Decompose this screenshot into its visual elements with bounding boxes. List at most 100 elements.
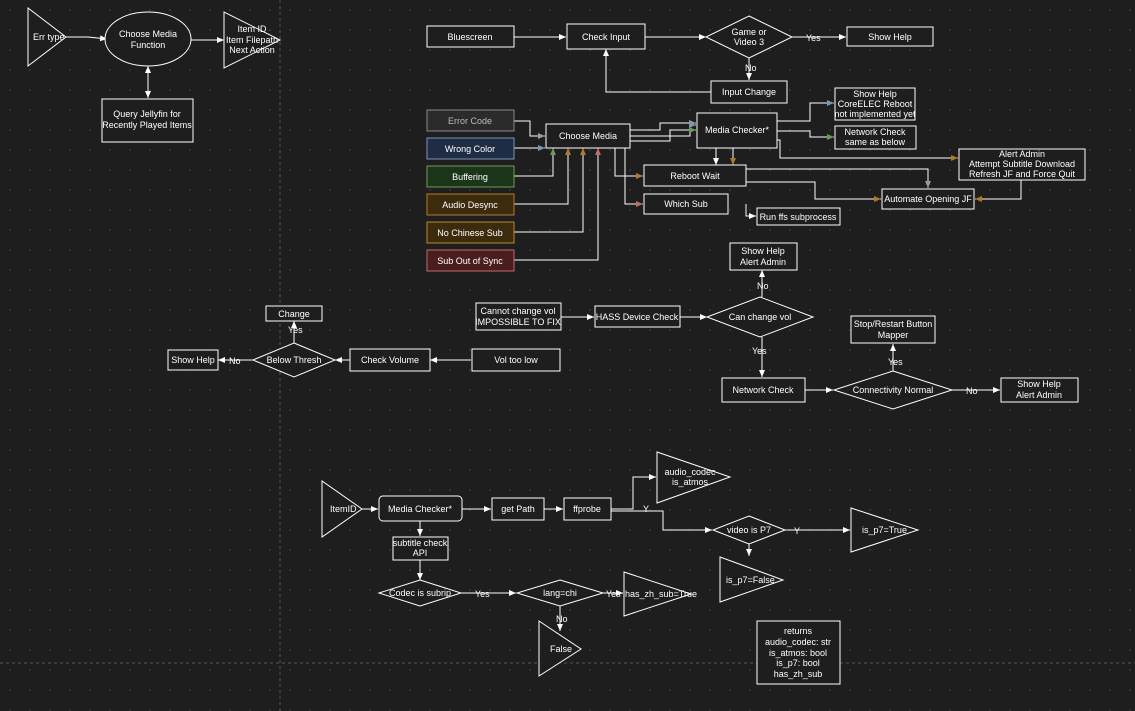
node-is-p7-true[interactable]: is_p7=True [850,507,920,553]
node-check-volume[interactable]: Check Volume [349,348,431,372]
false-label: False [550,644,572,654]
audio-codec-line1: audio_codec [664,467,716,477]
node-buffering[interactable]: Buffering [426,165,515,188]
choose-media-label: Choose Media [559,131,617,141]
node-choose-media[interactable]: Choose Media [545,123,631,149]
node-show-help-coreelec[interactable]: Show Help CoreELEC Reboot not implemente… [834,87,916,121]
edge-choose-media-checker-green [630,127,696,142]
run-ffs-label: Run ffs subprocess [760,212,837,222]
node-cannot-change-vol[interactable]: Cannot change vol IMPOSSIBLE TO FIX [475,302,562,331]
node-network-check-same[interactable]: Network Check same as below [834,125,917,150]
edge-buffering-choose [514,148,556,177]
node-codec-is-subrip[interactable]: Codec is subrip [377,579,463,607]
edge-choose-whichsub [624,148,643,207]
node-lang-chi[interactable]: lang=chi [515,579,605,607]
node-which-sub[interactable]: Which Sub [643,193,729,215]
edge-rebootwait-automate-orange [746,181,881,202]
check-volume-label: Check Volume [361,355,419,365]
connectivity-normal-label: Connectivity Normal [853,385,934,395]
edge-checker-showhelp [777,100,834,122]
automate-opening-jf-label: Automate Opening JF [884,194,972,204]
node-err-type[interactable]: Err type [27,6,67,68]
alert-admin-subtitle-line1: Alert Admin [999,149,1045,159]
is-p7-false-label: is_p7=False [726,575,775,585]
video-is-p7-label: video is P7 [727,525,771,535]
item-id-label: ItemID [330,504,357,514]
lang-chi-label: lang=chi [543,588,577,598]
node-item-info[interactable]: Item ID Item Filepath Next Action [223,11,282,69]
label-no-thresh: No [229,356,241,366]
node-video-is-p7[interactable]: video is P7 [711,515,787,545]
has-zh-sub-label: has_zh_sub=True [625,589,697,599]
label-yes-lang: Yes [606,589,621,599]
node-hass-device-check[interactable]: HASS Device Check [594,305,681,328]
node-media-checker-bottom[interactable]: Media Checker* [378,495,463,522]
node-run-ffs[interactable]: Run ffs subprocess [756,207,841,226]
edge-subsync-choose [514,148,601,261]
node-input-change[interactable]: Input Change [710,80,788,104]
cannot-change-vol-line2: IMPOSSIBLE TO FIX [475,317,561,327]
node-returns[interactable]: returns audio_codec: str is_atmos: bool … [756,620,841,685]
node-network-check[interactable]: Network Check [721,377,806,403]
node-show-help-alert-admin-right[interactable]: Show Help Alert Admin [1000,377,1079,403]
node-query-jellyfin[interactable]: Query Jellyfin for Recently Played Items [101,98,194,143]
label-no-canchange: No [757,281,769,291]
node-change[interactable]: Change [265,305,323,322]
query-jellyfin-line2: Recently Played Items [102,120,192,130]
node-stop-restart-button[interactable]: Stop/Restart Button Mapper [850,315,936,344]
node-has-zh-sub-true[interactable]: has_zh_sub=True [623,571,697,617]
node-error-code[interactable]: Error Code [426,109,515,132]
edge-alertadmin-automate [975,180,1022,202]
edge-choose-rebootwait [614,148,643,179]
node-wrong-color[interactable]: Wrong Color [426,137,515,160]
returns-line2: audio_codec: str [765,637,831,647]
node-get-path[interactable]: get Path [491,497,545,521]
show-help-alert-mid-line2: Alert Admin [740,257,786,267]
edge-choose-media-checker-gray [630,120,696,131]
node-vol-too-low[interactable]: Vol too low [471,348,561,372]
node-alert-admin-subtitle[interactable]: Alert Admin Attempt Subtitle Download Re… [958,148,1086,181]
show-help-coreelec-line3: not implemented yet [834,109,916,119]
can-change-vol-label: Can change vol [729,312,792,322]
node-ffprobe[interactable]: ffprobe [563,497,612,521]
edge-ffprobe-audiocodec [611,474,656,510]
edge-rebootwait-automate [746,168,931,188]
node-show-help-alert-admin-mid[interactable]: Show Help Alert Admin [729,242,798,271]
node-below-thresh[interactable]: Below Thresh [251,342,337,378]
node-connectivity-normal[interactable]: Connectivity Normal [832,370,954,410]
node-check-input[interactable]: Check Input [566,23,646,50]
node-audio-desync[interactable]: Audio Desync [426,193,515,216]
node-show-help-left[interactable]: Show Help [167,349,219,371]
media-checker-top-label: Media Checker* [705,125,770,135]
node-choose-media-function[interactable]: Choose Media Function [104,11,192,67]
sub-out-of-sync-label: Sub Out of Sync [437,256,503,266]
node-reboot-wait[interactable]: Reboot Wait [643,164,747,187]
stop-restart-line2: Mapper [878,330,909,340]
node-media-checker-top[interactable]: Media Checker* [696,112,778,149]
label-no-conn: No [966,386,978,396]
node-false[interactable]: False [538,620,582,677]
node-sub-out-of-sync[interactable]: Sub Out of Sync [426,249,515,272]
returns-line4: is_p7: bool [776,658,820,668]
err-type-label: Err type [33,32,65,42]
node-automate-opening-jf[interactable]: Automate Opening JF [881,188,975,210]
node-game-or-video[interactable]: Game or Video 3 [704,15,794,59]
show-help-alert-right-line2: Alert Admin [1016,390,1062,400]
change-label: Change [278,309,310,319]
wrong-color-label: Wrong Color [445,144,495,154]
node-is-p7-false[interactable]: is_p7=False [719,556,785,603]
check-input-label: Check Input [582,32,631,42]
node-audio-codec-atmos[interactable]: audio_codec is_atmos [656,451,732,504]
node-subtitle-check-api[interactable]: subtitle check API [392,536,449,561]
edge-inputchange-checkinput [603,49,711,93]
label-no-game: No [745,63,757,73]
show-help-alert-mid-line1: Show Help [741,246,785,256]
edge-checker-alertadmin [777,139,958,161]
node-no-chinese-sub[interactable]: No Chinese Sub [426,221,515,244]
node-show-help-top[interactable]: Show Help [846,26,934,47]
node-bluescreen[interactable]: Bluescreen [426,25,515,48]
label-yes-game: Yes [806,33,821,43]
node-item-id[interactable]: ItemID [321,480,363,538]
node-can-change-vol[interactable]: Can change vol [705,296,815,338]
vol-too-low-label: Vol too low [494,355,538,365]
